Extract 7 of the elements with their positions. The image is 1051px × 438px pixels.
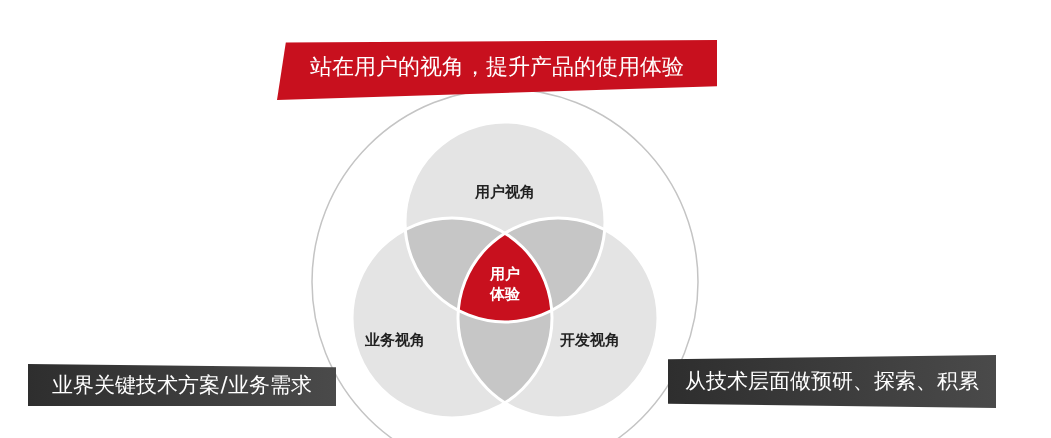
caption-banner: 业界关键技术方案/业务需求 bbox=[28, 364, 336, 406]
circle-label: 开发视角 bbox=[550, 329, 630, 351]
circle-label: 用户视角 bbox=[465, 181, 545, 203]
center-label: 用户体验 bbox=[486, 264, 524, 304]
circle-label: 业务视角 bbox=[355, 329, 435, 351]
caption-banner: 从技术层面做预研、探索、积累 bbox=[668, 355, 996, 408]
headline-banner: 站在用户的视角，提升产品的使用体验 bbox=[277, 40, 717, 100]
